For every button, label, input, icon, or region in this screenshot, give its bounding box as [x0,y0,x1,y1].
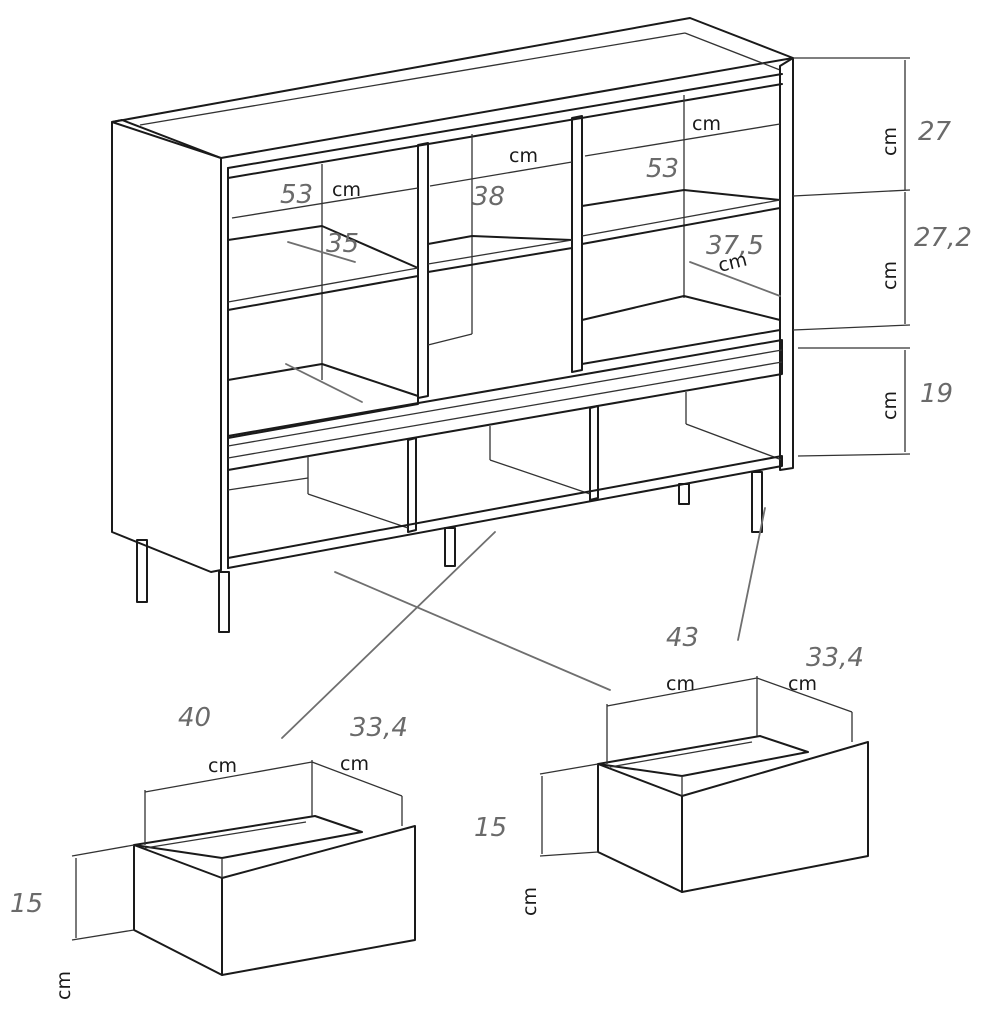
drawer-left-height: 15 [10,889,43,919]
left-shelf-depth: 35 [326,229,359,259]
height-dimensions: cm cm cm 27 27,2 19 [792,57,972,457]
unit-label: cm [788,673,817,695]
right-shelf-depth: 37,5 [706,231,764,261]
unit-label: cm [879,391,901,420]
right-opening-width: 53 [646,154,679,184]
drawer-left-depth: 33,4 [350,713,408,743]
inner-width-dimensions: cm cm cm 53 38 53 35 37,5 cm [231,113,781,277]
cabinet-drawing [111,17,794,633]
unit-label: cm [332,179,361,201]
unit-label: cm [208,755,237,777]
unit-label: cm [879,127,901,156]
drawer-right-width: 43 [666,623,699,653]
left-opening-width: 53 [280,180,313,210]
depth-strokes [281,241,781,739]
unit-label: cm [879,261,901,290]
unit-label: cm [692,113,721,135]
drawer-right-depth: 33,4 [806,643,864,673]
drawer-left: cm cm cm 40 33,4 15 [10,703,416,1000]
center-opening-width: 38 [472,182,505,212]
unit-label: cm [509,145,538,167]
top-compartment-height: 27 [918,117,952,147]
unit-label: cm [519,887,541,916]
drawer-section-height: 19 [920,379,953,409]
drawer-right-height: 15 [474,813,507,843]
unit-label: cm [340,753,369,775]
unit-label: cm [666,673,695,695]
drawer-left-width: 40 [178,703,211,733]
unit-label: cm [53,971,75,1000]
drawer-right: cm cm cm 43 33,4 15 [474,623,869,916]
middle-compartment-height: 27,2 [914,223,972,253]
